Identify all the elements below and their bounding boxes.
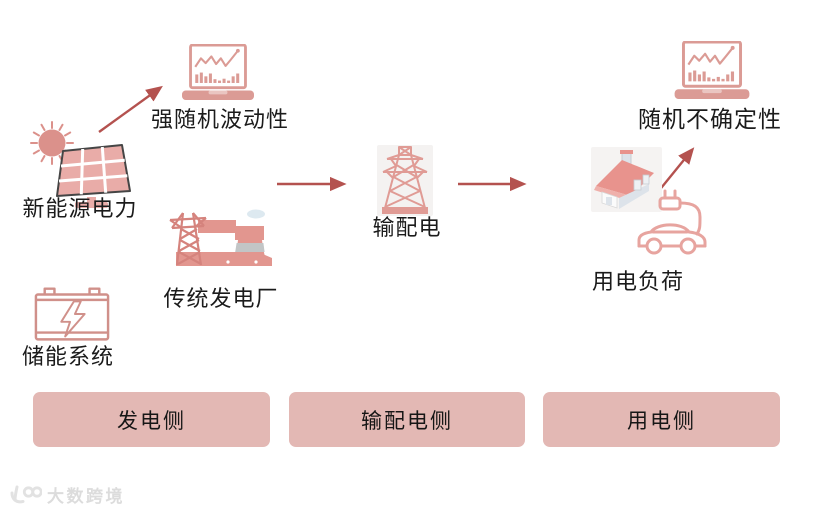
transmission-tower-icon	[377, 145, 433, 216]
section-label: 发电侧	[117, 409, 186, 433]
label-transmission: 输配电	[372, 215, 442, 240]
power-plant-icon	[168, 207, 276, 269]
section-label: 输配电侧	[361, 409, 453, 433]
section-bar-generation: 发电侧	[33, 392, 270, 447]
ev-charging-icon	[634, 189, 712, 259]
label-new-energy: 新能源电力	[22, 196, 138, 221]
laptop-chart-icon-volatility	[182, 44, 254, 103]
battery-icon	[33, 285, 111, 345]
laptop-chart-icon-uncertainty	[674, 41, 750, 102]
watermark: 大数跨境	[8, 482, 125, 507]
section-bar-consumption: 用电侧	[543, 392, 780, 447]
section-bar-transmission: 输配电侧	[289, 392, 525, 447]
label-storage: 储能系统	[21, 344, 114, 369]
label-uncertainty: 随机不确定性	[638, 106, 782, 132]
section-label: 用电侧	[627, 409, 696, 433]
watermark-text: 大数跨境	[47, 487, 125, 506]
label-load: 用电负荷	[591, 269, 684, 294]
watermark-logo-icon	[10, 485, 42, 503]
solar-panel-sun-icon	[28, 116, 134, 208]
house-icon	[591, 147, 662, 212]
label-traditional-plant: 传统发电厂	[163, 286, 279, 311]
label-volatility: 强随机波动性	[150, 107, 289, 132]
arrow-newenergy-to-volatility	[98, 85, 163, 133]
